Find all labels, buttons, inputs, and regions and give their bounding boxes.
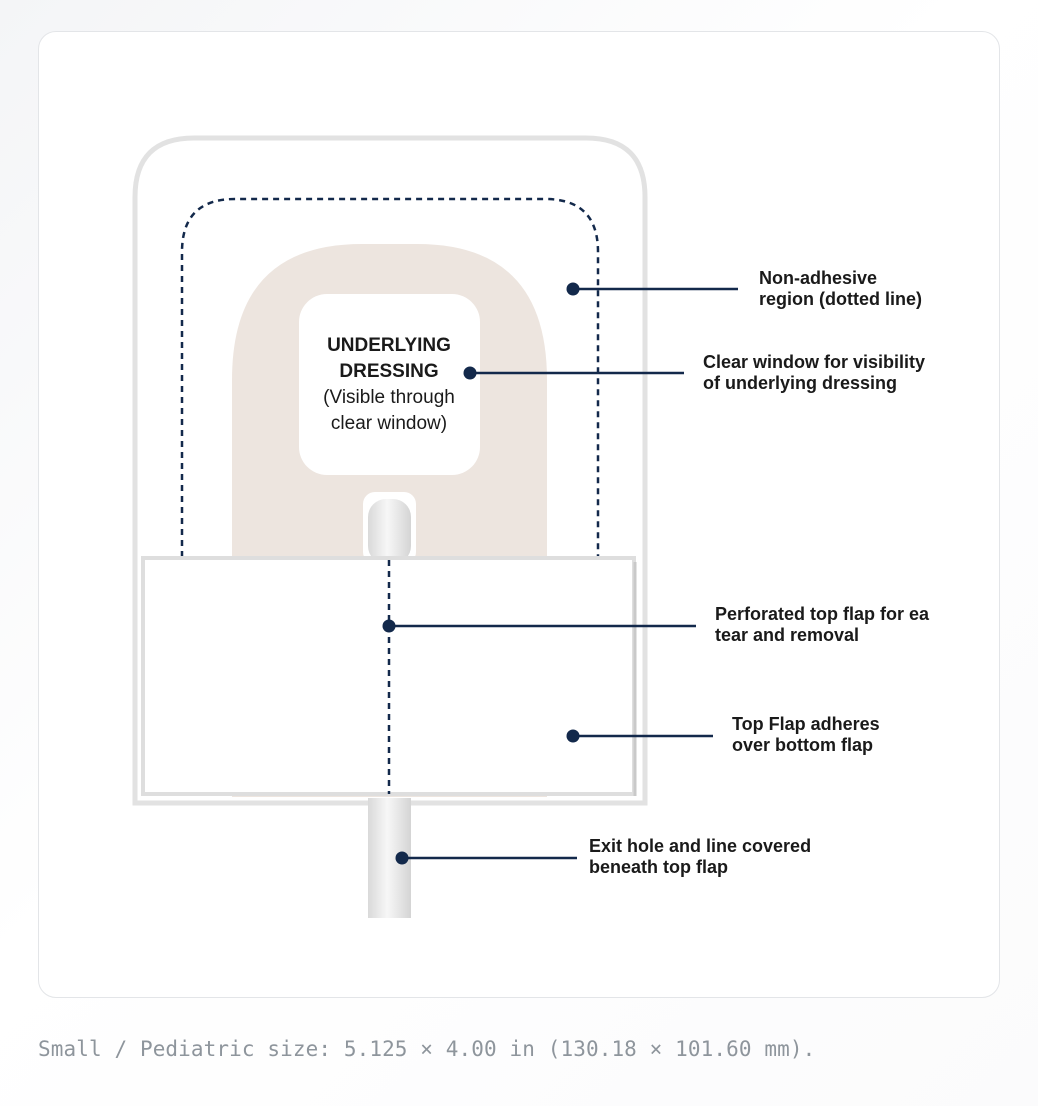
window-subtitle-1: (Visible through xyxy=(323,387,455,408)
callout-label-clear-window-1: Clear window for visibility xyxy=(703,352,925,372)
callout-label-exit-hole-2: beneath top flap xyxy=(589,857,728,877)
callout-dot-clear-window xyxy=(463,366,477,380)
callout-label-top-flap-2: over bottom flap xyxy=(732,735,873,755)
non-adhesive-dotted-line xyxy=(180,197,600,557)
callout-label-top-flap-1: Top Flap adheres xyxy=(732,714,880,734)
callout-label-exit-hole-1: Exit hole and line covered xyxy=(589,836,811,856)
window-title-2: DRESSING xyxy=(339,361,438,382)
callout-dot-exit-hole xyxy=(395,851,409,865)
callout-label-non-adhesive-1: Non-adhesive xyxy=(759,268,877,288)
callout-dot-top-flap xyxy=(566,729,580,743)
upper-tube xyxy=(368,499,411,564)
size-caption: Small / Pediatric size: 5.125 × 4.00 in … xyxy=(38,1037,816,1061)
callout-dot-perforated xyxy=(382,619,396,633)
clear-window xyxy=(299,294,480,475)
window-subtitle-2: clear window) xyxy=(331,413,447,434)
callout-label-clear-window-2: of underlying dressing xyxy=(703,373,897,393)
callout-label-perforated-2: tear and removal xyxy=(715,625,859,645)
callout-label-perforated-1: Perforated top flap for ea xyxy=(715,604,930,624)
callout-label-non-adhesive-2: region (dotted line) xyxy=(759,289,922,309)
dressing-diagram: UNDERLYING DRESSING (Visible through cle… xyxy=(132,135,930,918)
callout-dot-non-adhesive xyxy=(566,282,580,296)
diagram-card: UNDERLYING DRESSING (Visible through cle… xyxy=(38,31,1000,998)
window-title-1: UNDERLYING xyxy=(327,335,451,356)
